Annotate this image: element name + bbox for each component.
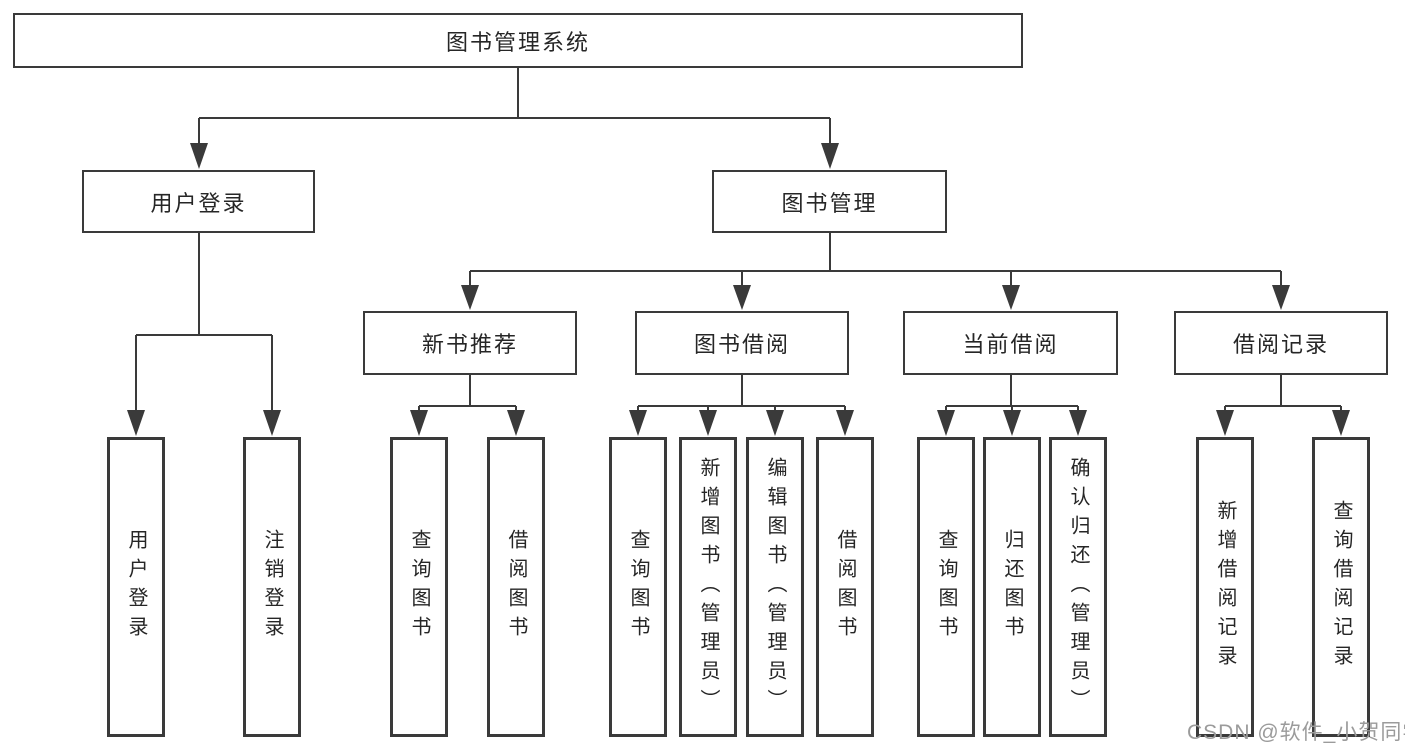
leaf-confirm-return-admin: 确认归还（管理员） — [1049, 437, 1107, 737]
leaf-label: 确认归还（管理员） — [1067, 456, 1089, 718]
arrowhead-icon — [1216, 410, 1234, 436]
leaf-query-borrow-record: 查询借阅记录 — [1312, 437, 1370, 737]
arrowhead-icon — [937, 410, 955, 436]
leaf-query-books-recommend: 查询图书 — [390, 437, 448, 737]
leaf-label: 查询图书 — [935, 529, 957, 645]
leaf-return-books: 归还图书 — [983, 437, 1041, 737]
leaf-query-books-borrow: 查询图书 — [609, 437, 667, 737]
node-new-book-recommendation: 新书推荐 — [363, 311, 577, 375]
arrowhead-icon — [1272, 285, 1290, 310]
leaf-label: 注销登录 — [261, 529, 283, 645]
leaf-label: 用户登录 — [125, 529, 147, 645]
arrowhead-icon — [733, 285, 751, 310]
connector-borrow-record-group — [1224, 375, 1342, 411]
arrowhead-icon — [821, 143, 839, 169]
arrowhead-icon — [699, 410, 717, 436]
connector-paths — [135, 68, 1342, 411]
leaf-add-borrow-record: 新增借阅记录 — [1196, 437, 1254, 737]
node-borrowing-records: 借阅记录 — [1174, 311, 1388, 375]
node-book-management: 图书管理 — [712, 170, 947, 233]
leaf-add-books-admin: 新增图书（管理员） — [679, 437, 737, 737]
connector-book-management-split — [469, 233, 1282, 286]
connector-root-split — [198, 68, 831, 144]
arrowhead-icon — [263, 410, 281, 436]
arrowhead-icon — [410, 410, 428, 436]
leaf-logout: 注销登录 — [243, 437, 301, 737]
arrowhead-icon — [1069, 410, 1087, 436]
leaf-label: 查询图书 — [408, 529, 430, 645]
leaf-borrow-books: 借阅图书 — [816, 437, 874, 737]
connector-new-book-group — [418, 375, 517, 411]
arrowhead-icon — [766, 410, 784, 436]
arrowhead-icon — [461, 285, 479, 310]
leaf-label: 归还图书 — [1001, 529, 1023, 645]
leaf-user-login: 用户登录 — [107, 437, 165, 737]
arrowhead-icon — [1003, 410, 1021, 436]
arrowhead-icon — [507, 410, 525, 436]
arrowhead-icon — [127, 410, 145, 436]
arrowhead-icon — [629, 410, 647, 436]
leaf-label: 编辑图书（管理员） — [764, 456, 786, 718]
node-book-borrowing: 图书借阅 — [635, 311, 849, 375]
leaf-label: 查询借阅记录 — [1330, 500, 1352, 674]
connector-user-login-split — [135, 233, 273, 411]
node-current-borrowing: 当前借阅 — [903, 311, 1118, 375]
arrowhead-icon — [190, 143, 208, 169]
arrowheads — [127, 143, 1350, 436]
arrowhead-icon — [1002, 285, 1020, 310]
leaf-label: 借阅图书 — [834, 529, 856, 645]
node-library-management-system: 图书管理系统 — [13, 13, 1023, 68]
leaf-label: 新增图书（管理员） — [697, 456, 719, 718]
arrowhead-icon — [1332, 410, 1350, 436]
leaf-borrow-books-recommend: 借阅图书 — [487, 437, 545, 737]
csdn-watermark: CSDN @软件_小贺同学 — [1187, 721, 1405, 744]
connector-current-borrow-group — [945, 375, 1079, 411]
leaf-query-books-current: 查询图书 — [917, 437, 975, 737]
leaf-label: 借阅图书 — [505, 529, 527, 645]
leaf-label: 新增借阅记录 — [1214, 500, 1236, 674]
leaf-label: 查询图书 — [627, 529, 649, 645]
arrowhead-icon — [836, 410, 854, 436]
leaf-edit-books-admin: 编辑图书（管理员） — [746, 437, 804, 737]
node-user-login: 用户登录 — [82, 170, 315, 233]
connector-book-borrow-group — [637, 375, 846, 411]
